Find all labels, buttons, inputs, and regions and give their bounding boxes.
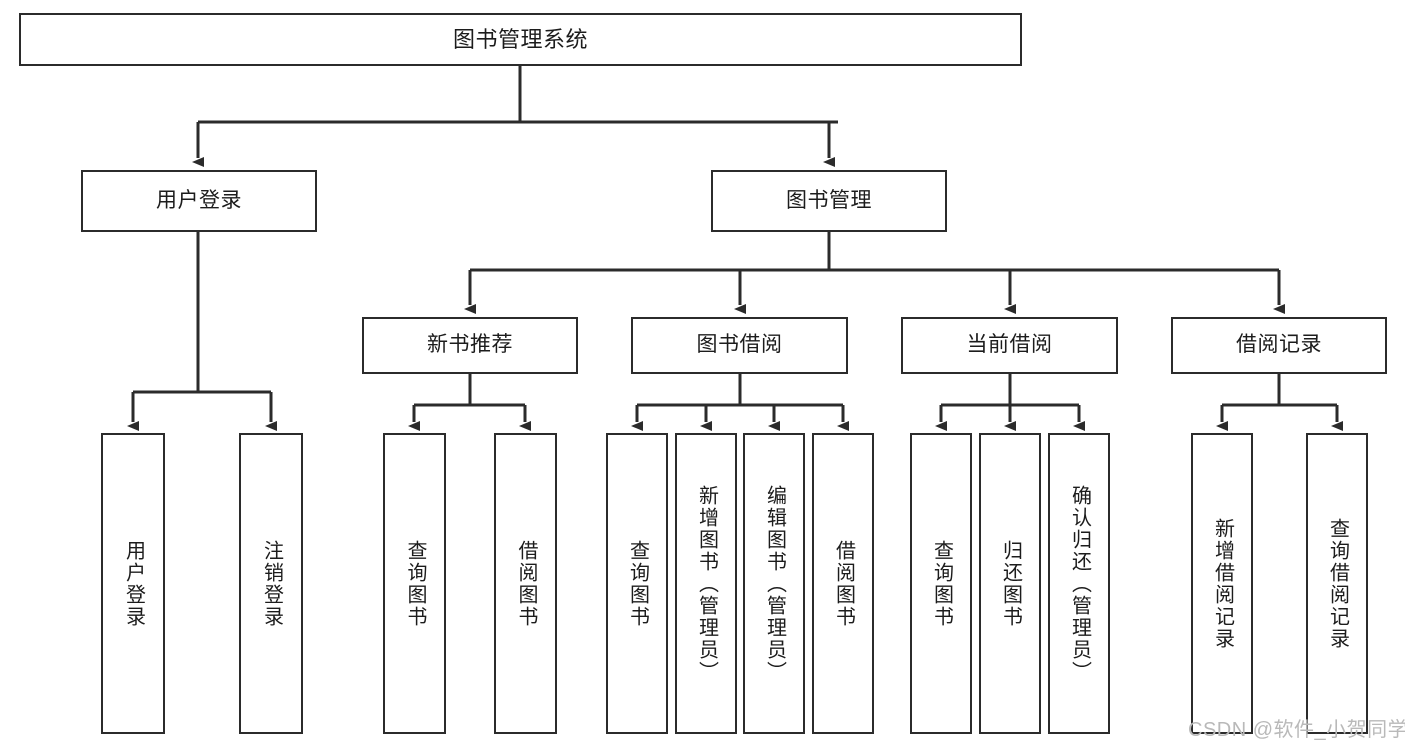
node-user-login[interactable]: 用户登录 — [81, 170, 317, 232]
node-label: 注销登录 — [260, 539, 283, 628]
node-label: 新增借阅记录 — [1211, 517, 1234, 650]
node-label: 借阅记录 — [1236, 333, 1322, 357]
node-label: 归还图书 — [999, 539, 1022, 628]
leaf-borrow-query-book[interactable]: 查询图书 — [606, 433, 668, 734]
node-label: 借阅图书 — [515, 539, 537, 628]
leaf-borrow-add-book-admin[interactable]: 新增图书（管理员） — [675, 433, 737, 734]
node-label: 查询图书 — [404, 539, 426, 628]
node-label: 用户登录 — [122, 539, 145, 628]
node-root-library-management-system[interactable]: 图书管理系统 — [19, 13, 1022, 66]
node-label: 图书管理系统 — [452, 26, 588, 52]
leaf-new-book-borrow-book[interactable]: 借阅图书 — [494, 433, 557, 734]
leaf-records-add-record[interactable]: 新增借阅记录 — [1191, 433, 1253, 734]
leaf-user-login-login[interactable]: 用户登录 — [101, 433, 165, 734]
leaf-current-confirm-return-admin[interactable]: 确认归还（管理员） — [1048, 433, 1110, 734]
node-label: 新增图书（管理员） — [695, 484, 718, 683]
leaf-user-login-logout[interactable]: 注销登录 — [239, 433, 303, 734]
node-book-borrow[interactable]: 图书借阅 — [631, 317, 848, 374]
node-label: 图书借阅 — [696, 333, 783, 357]
leaf-current-return-book[interactable]: 归还图书 — [979, 433, 1041, 734]
node-label: 当前借阅 — [966, 333, 1053, 357]
node-current-borrow[interactable]: 当前借阅 — [901, 317, 1118, 374]
node-label: 借阅图书 — [832, 539, 855, 628]
node-label: 查询借阅记录 — [1326, 517, 1349, 650]
leaf-records-query-record[interactable]: 查询借阅记录 — [1306, 433, 1368, 734]
leaf-new-book-query-book[interactable]: 查询图书 — [383, 433, 446, 734]
node-label: 新书推荐 — [427, 333, 513, 357]
node-book-management[interactable]: 图书管理 — [711, 170, 947, 232]
leaf-current-query-book[interactable]: 查询图书 — [910, 433, 972, 734]
node-label: 查询图书 — [626, 539, 649, 628]
node-label: 查询图书 — [930, 539, 953, 628]
csdn-watermark: CSDN @软件_小贺同学 — [1188, 719, 1405, 741]
node-borrow-records[interactable]: 借阅记录 — [1171, 317, 1387, 374]
node-label: 确认归还（管理员） — [1068, 484, 1091, 683]
node-label: 编辑图书（管理员） — [763, 484, 786, 683]
leaf-borrow-edit-book-admin[interactable]: 编辑图书（管理员） — [743, 433, 805, 734]
node-label: 用户登录 — [156, 188, 242, 212]
node-new-book-recommendation[interactable]: 新书推荐 — [362, 317, 578, 374]
node-label: 图书管理 — [786, 188, 872, 212]
leaf-borrow-borrow-book[interactable]: 借阅图书 — [812, 433, 874, 734]
